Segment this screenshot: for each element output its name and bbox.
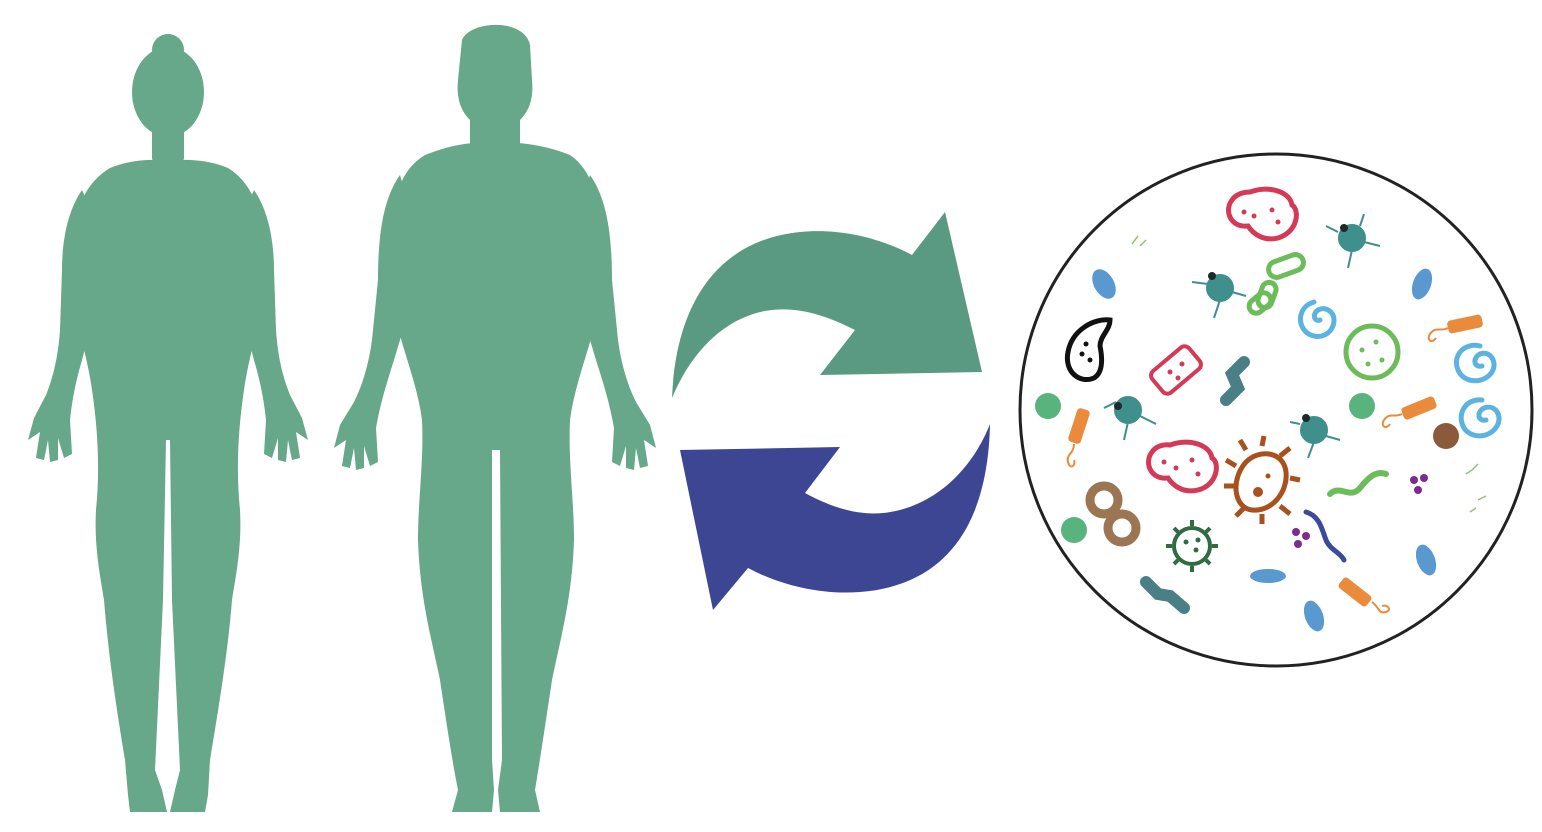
bacillus-cluster-icon — [1092, 268, 1437, 632]
male-body-silhouette — [334, 24, 656, 812]
sphere-icon — [1433, 423, 1459, 449]
sphere-icon — [1035, 393, 1061, 419]
spirillum-icon — [1327, 470, 1389, 497]
rod-icon — [1381, 396, 1437, 428]
bacillus-cluster-icon — [1140, 576, 1190, 614]
flagellate-icon — [1325, 213, 1381, 269]
spiral-icon — [1297, 299, 1337, 339]
sphere-icon — [1349, 393, 1375, 419]
coccus-icon — [1343, 323, 1401, 381]
flagellate-icon — [1191, 272, 1247, 319]
rod-icon — [1149, 344, 1203, 396]
spiral-icon — [1454, 342, 1497, 384]
comma-icon — [1064, 317, 1113, 382]
arrow-to-microbiome — [672, 212, 982, 398]
sphere-icon — [1061, 517, 1087, 543]
flagellate-icon — [1289, 414, 1341, 459]
debris-icon — [1131, 235, 1487, 513]
diplococcus-icon — [1146, 439, 1219, 494]
spiral-icon — [1458, 397, 1502, 439]
arrow-to-host — [680, 424, 990, 610]
spirillum-icon — [1303, 509, 1347, 563]
flagellate-icon — [1103, 396, 1157, 441]
amoeba-like-icon — [1224, 435, 1301, 524]
female-body-silhouette — [28, 34, 308, 812]
rod-icon — [1338, 577, 1390, 614]
virus-icon — [1166, 520, 1218, 572]
chain-bacillus-icon — [1246, 252, 1306, 316]
figure-eight-icon — [1085, 481, 1141, 547]
diplococcus-icon — [1226, 186, 1299, 242]
rod-icon — [1066, 408, 1090, 468]
microbiome-circle — [1018, 152, 1534, 668]
bacillus-cluster-icon — [1220, 356, 1250, 406]
rod-icon — [1427, 314, 1483, 342]
coccus-cluster-icon — [1292, 474, 1428, 548]
